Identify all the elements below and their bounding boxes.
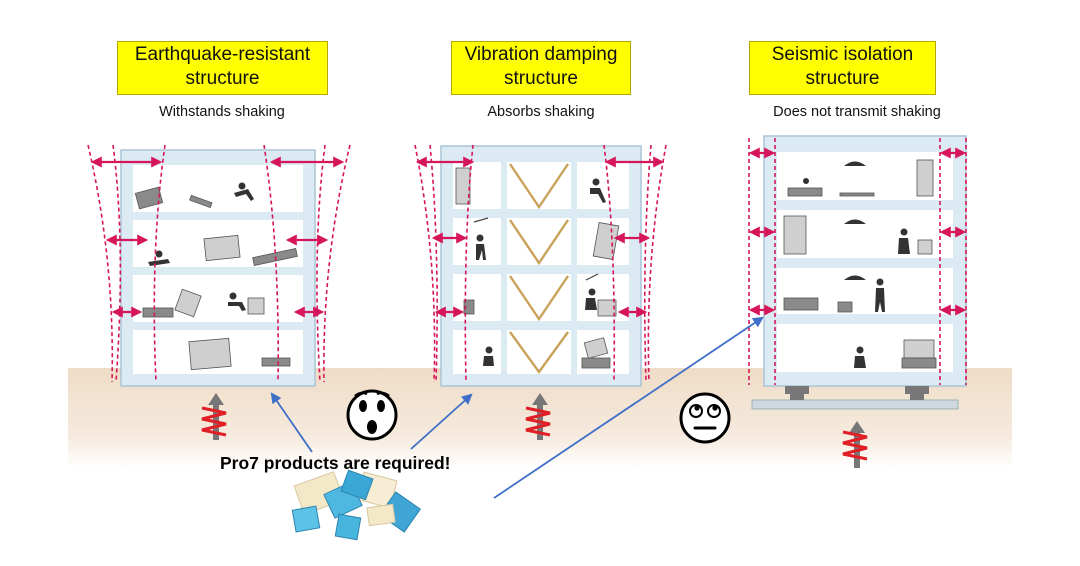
damper-braces [509,163,569,375]
title-vibration-damping: Vibration damping structure [451,41,631,95]
shake-arrow-icon [525,393,551,440]
isolation-bearings [785,386,929,400]
glass-products-image [291,469,422,541]
title-line-2: structure [504,68,578,89]
title-seismic-isolation: Seismic isolation structure [749,41,936,95]
pointer-to-building-3 [493,316,764,499]
building-earthquake-resistant [87,144,351,440]
pointer-to-building-2 [410,393,473,450]
title-line-2: structure [805,68,880,89]
rolling-eyes-face-icon [679,392,731,444]
shake-arrow-icon [201,393,227,440]
subtitle-withstands: Withstands shaking [159,104,285,120]
surprised-face-icon [346,389,398,441]
title-line-2: structure [185,68,260,89]
shake-arrow-icon [842,421,868,468]
building-seismic-isolation [748,135,967,468]
subtitle-absorbs: Absorbs shaking [487,104,595,120]
callout-pro7-required: Pro7 products are required! [220,453,451,473]
pointer-to-building-1 [270,392,313,453]
subtitle-does-not-transmit: Does not transmit shaking [773,104,941,120]
title-line-1: Seismic isolation [771,44,914,65]
title-line-1: Vibration damping [464,44,618,65]
title-earthquake-resistant: Earthquake-resistant structure [117,41,328,95]
building-vibration-damping [414,144,667,440]
title-line-1: Earthquake-resistant [134,44,311,65]
